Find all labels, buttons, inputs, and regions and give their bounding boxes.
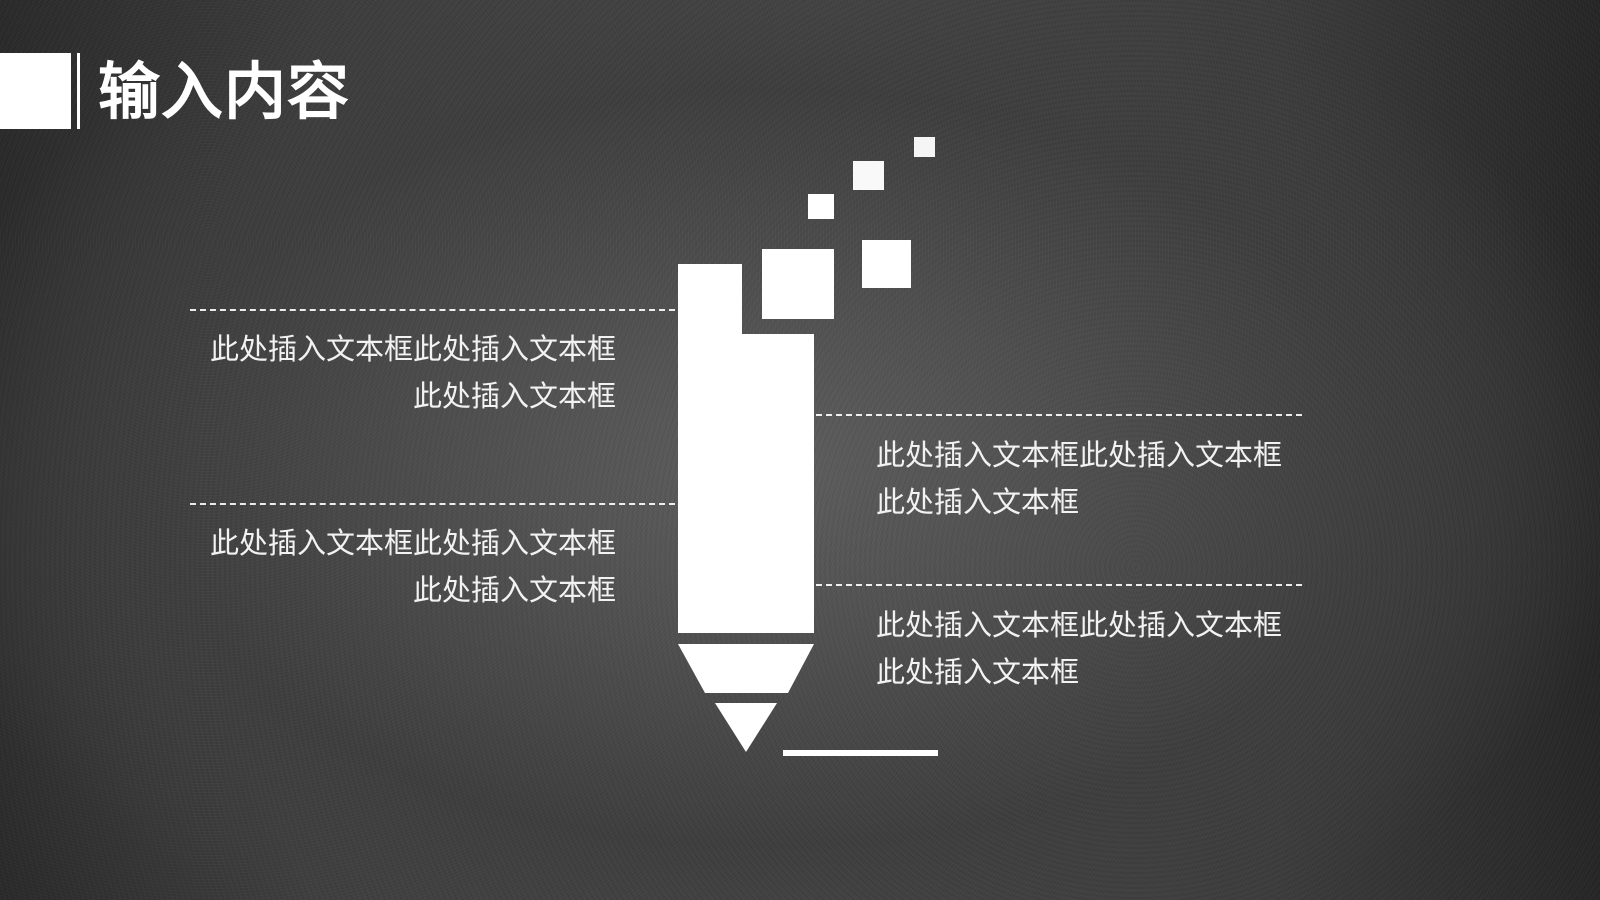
text-line: 此处插入文本框: [876, 485, 1080, 519]
title-accent-block: [0, 53, 71, 129]
pixel-squares-icon: [762, 137, 935, 319]
pencil-tip: [715, 703, 777, 752]
text-line: 此处插入文本框: [412, 379, 616, 413]
divider-left-bottom: [190, 503, 675, 505]
divider-left-top: [190, 309, 675, 311]
text-line: 此处插入文本框此处插入文本框: [209, 526, 616, 560]
pencil-body: [678, 264, 814, 633]
title-divider-line: [77, 53, 80, 129]
text-line: 此处插入文本框此处插入文本框: [209, 332, 616, 366]
text-block-right-top: 此处插入文本框此处插入文本框 此处插入文本框: [876, 432, 1336, 526]
divider-right-bottom: [816, 584, 1302, 586]
text-line: 此处插入文本框此处插入文本框: [876, 608, 1283, 642]
pencil-cone: [678, 644, 814, 693]
text-block-right-bottom: 此处插入文本框此处插入文本框 此处插入文本框: [876, 602, 1336, 696]
text-line: 此处插入文本框此处插入文本框: [876, 438, 1283, 472]
page-title: 输入内容: [98, 55, 351, 128]
divider-right-top: [816, 414, 1302, 416]
text-line: 此处插入文本框: [412, 573, 616, 607]
text-line: 此处插入文本框: [876, 655, 1080, 689]
pencil-stroke-line: [783, 750, 938, 756]
text-block-left-bottom: 此处插入文本框此处插入文本框 此处插入文本框: [150, 520, 616, 614]
text-block-left-top: 此处插入文本框此处插入文本框 此处插入文本框: [150, 326, 616, 420]
